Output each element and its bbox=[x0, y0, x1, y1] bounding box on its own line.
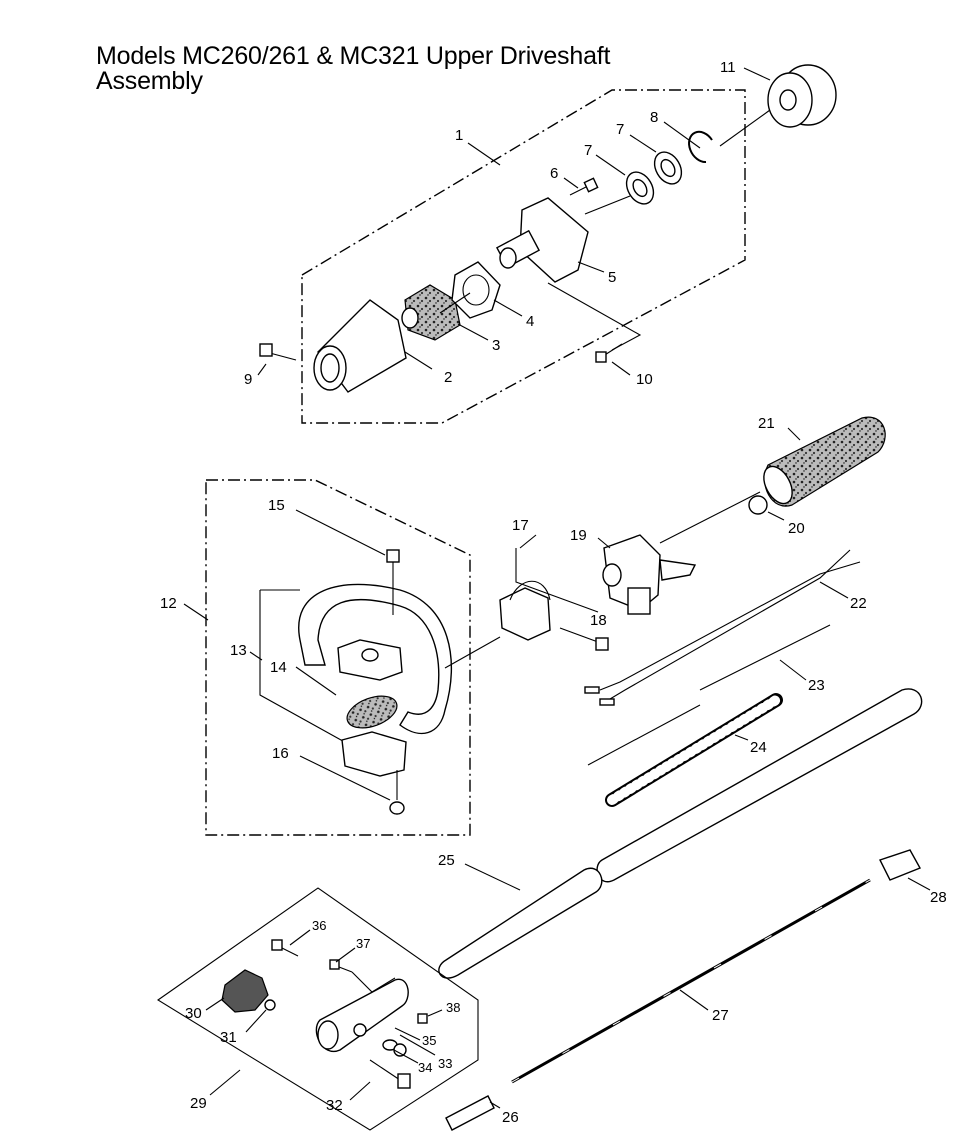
leader-lines bbox=[183, 67, 931, 1109]
part-16-nut bbox=[389, 770, 405, 815]
callout-15: 15 bbox=[268, 497, 285, 514]
callout-labels: 1 2 3 4 5 6 7 7 8 9 10 11 12 13 14 15 16… bbox=[160, 59, 947, 1126]
group-12-outline bbox=[205, 479, 471, 836]
callout-3: 3 bbox=[492, 337, 500, 354]
part-15-screw bbox=[386, 549, 400, 615]
part-22-wire-harness bbox=[584, 549, 861, 706]
part-35-bushing bbox=[353, 1023, 367, 1037]
part-33-pin bbox=[393, 1043, 407, 1057]
callout-24: 24 bbox=[750, 739, 767, 756]
part-26-shaft-end bbox=[445, 1095, 495, 1131]
part-14-grip bbox=[346, 695, 398, 729]
group-29-outline bbox=[156, 887, 479, 1131]
callout-10: 10 bbox=[636, 371, 653, 388]
part-17-mount bbox=[499, 587, 551, 641]
cables-and-shafts-group bbox=[438, 549, 923, 1131]
part-16-clamp-lower bbox=[341, 731, 407, 777]
callout-14: 14 bbox=[270, 659, 287, 676]
part-28-coupler bbox=[879, 849, 921, 881]
callout-31: 31 bbox=[220, 1029, 237, 1046]
callout-18: 18 bbox=[590, 612, 607, 629]
part-9-bolt bbox=[259, 343, 297, 361]
callout-11: 11 bbox=[720, 59, 736, 76]
title-line-2: Assembly bbox=[96, 67, 203, 95]
callout-29: 29 bbox=[190, 1095, 207, 1112]
part-38-screw bbox=[417, 1013, 428, 1024]
part-2-cone-housing bbox=[313, 299, 407, 393]
callout-38: 38 bbox=[446, 1000, 460, 1015]
callout-8: 8 bbox=[650, 109, 658, 126]
diagram-title: Models MC260/261 & MC321 Upper Driveshaf… bbox=[96, 44, 736, 94]
part-27-drive-shaft bbox=[511, 878, 871, 1084]
part-21-handle-grip bbox=[763, 416, 886, 507]
part-30-knob bbox=[221, 969, 269, 1013]
callout-21: 21 bbox=[758, 415, 775, 432]
callout-22: 22 bbox=[850, 595, 867, 612]
part-37-screw bbox=[329, 959, 353, 973]
part-6-screw bbox=[569, 177, 599, 196]
part-36-screw bbox=[271, 939, 299, 957]
callout-7a: 7 bbox=[584, 142, 592, 159]
callout-26: 26 bbox=[502, 1109, 519, 1126]
callout-6: 6 bbox=[550, 165, 558, 182]
callout-27: 27 bbox=[712, 1007, 729, 1024]
callout-37: 37 bbox=[356, 936, 370, 951]
throttle-controls-group bbox=[444, 416, 886, 669]
callout-4: 4 bbox=[526, 313, 534, 330]
part-3-clutch-block bbox=[401, 284, 461, 341]
callout-9: 9 bbox=[244, 371, 252, 388]
part-24-shaft-liner bbox=[605, 693, 783, 807]
group-13-bracket bbox=[259, 590, 351, 746]
part-4-gasket bbox=[451, 261, 501, 319]
callout-30: 30 bbox=[185, 1005, 202, 1022]
callout-28: 28 bbox=[930, 889, 947, 906]
callout-32: 32 bbox=[326, 1097, 343, 1114]
handle-assembly-group bbox=[205, 479, 471, 836]
callout-35: 35 bbox=[422, 1033, 436, 1048]
part-32-bolt bbox=[369, 1059, 411, 1089]
callout-36: 36 bbox=[312, 918, 326, 933]
title-line-1: Models MC260/261 & MC321 Upper Driveshaf… bbox=[96, 42, 611, 70]
part-23-throttle-cable bbox=[587, 624, 831, 766]
coupler-body bbox=[315, 978, 409, 1053]
callout-25: 25 bbox=[438, 852, 455, 869]
callout-1: 1 bbox=[455, 127, 463, 144]
callout-16: 16 bbox=[272, 745, 289, 762]
part-8-snap-ring bbox=[688, 130, 713, 164]
callout-23: 23 bbox=[808, 677, 825, 694]
clutch-housing-assembly-group bbox=[259, 64, 837, 424]
part-11-clutch-drum bbox=[767, 64, 837, 128]
part-18-screw bbox=[595, 637, 609, 651]
part-13-loop-handle bbox=[298, 583, 453, 735]
callout-13: 13 bbox=[230, 642, 247, 659]
part-31-washer bbox=[264, 999, 276, 1011]
callout-17: 17 bbox=[512, 517, 529, 534]
part-7-bearing-a bbox=[625, 171, 655, 205]
upper-tube bbox=[596, 688, 923, 883]
callout-20: 20 bbox=[788, 520, 805, 537]
part-25-drive-tube bbox=[438, 867, 603, 979]
callout-2: 2 bbox=[444, 369, 452, 386]
callout-7b: 7 bbox=[616, 121, 624, 138]
callout-5: 5 bbox=[608, 269, 616, 286]
part-20-spacer bbox=[748, 495, 768, 515]
group-1-outline bbox=[301, 89, 746, 424]
callout-33: 33 bbox=[438, 1056, 452, 1071]
coupler-assembly-group bbox=[156, 887, 479, 1131]
callout-12: 12 bbox=[160, 595, 177, 612]
part-5-flange bbox=[495, 197, 589, 283]
callout-34: 34 bbox=[418, 1060, 432, 1075]
part-7-bearing-b bbox=[653, 151, 683, 185]
callout-19: 19 bbox=[570, 527, 587, 544]
